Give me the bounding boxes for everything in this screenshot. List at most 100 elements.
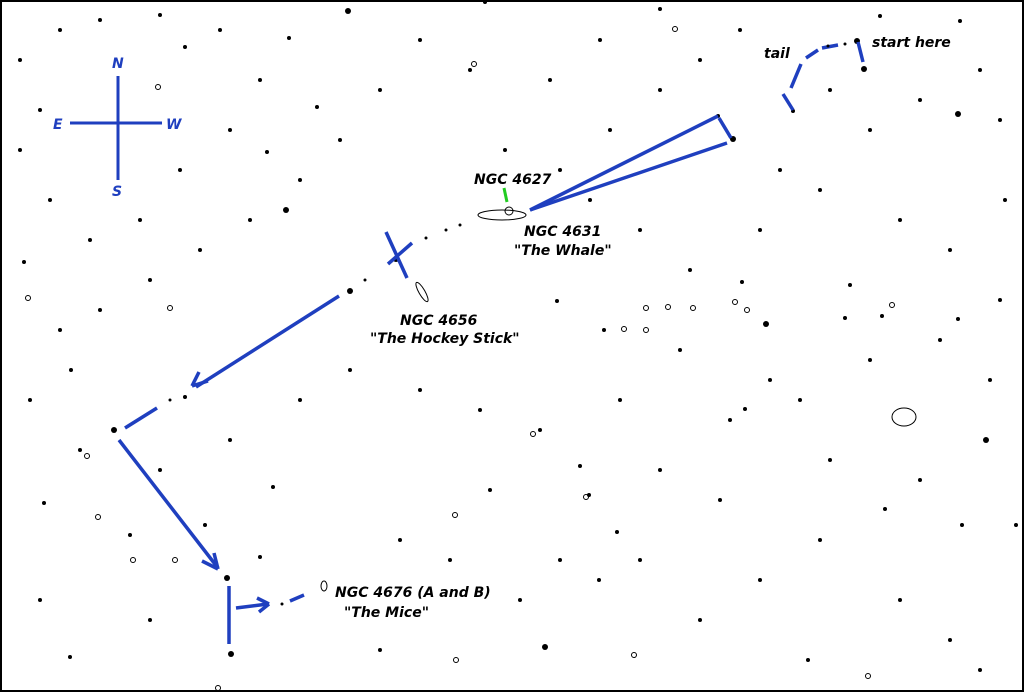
star (958, 19, 962, 23)
faint-object-icon (621, 326, 627, 332)
star (955, 111, 961, 117)
star (883, 507, 887, 511)
faint-object-icon (732, 299, 738, 305)
star (138, 218, 142, 222)
star (198, 248, 202, 252)
star (658, 468, 662, 472)
faint-object-icon (452, 512, 458, 518)
route-segment (117, 438, 220, 570)
star (258, 78, 262, 82)
star (658, 88, 662, 92)
star (18, 148, 22, 152)
star (898, 218, 902, 222)
route-segment (529, 114, 719, 212)
star (878, 14, 882, 18)
hockey-stick-label: "The Hockey Stick" (370, 331, 520, 347)
star (978, 668, 982, 672)
faint-object-icon (631, 652, 637, 658)
star (183, 45, 187, 49)
faint-object-icon (889, 302, 895, 308)
star (183, 395, 187, 399)
star (880, 314, 884, 318)
star (98, 18, 102, 22)
star (28, 398, 32, 402)
star (38, 598, 42, 602)
star (768, 378, 772, 382)
star (488, 488, 492, 492)
star (918, 98, 922, 102)
direction-arrow-icon (201, 552, 220, 571)
faint-object-icon (130, 557, 136, 563)
star (558, 558, 562, 562)
galaxy-ngc4676-icon (320, 580, 328, 592)
route-segment (529, 141, 728, 212)
star (948, 638, 952, 642)
star (203, 523, 207, 527)
star (828, 458, 832, 462)
star (418, 388, 422, 392)
ngc4627-pointer (502, 187, 509, 203)
large-galaxy-icon (891, 407, 917, 427)
star (542, 644, 548, 650)
star (578, 464, 582, 468)
star (298, 178, 302, 182)
star (265, 150, 269, 154)
star (418, 38, 422, 42)
whale-label: "The Whale" (514, 243, 612, 259)
faint-object-icon (690, 305, 696, 311)
star (69, 368, 73, 372)
star (1003, 198, 1007, 202)
faint-object-icon (155, 84, 161, 90)
compass-west: W (166, 117, 182, 133)
star (287, 36, 291, 40)
star (111, 427, 117, 433)
star (615, 530, 619, 534)
star (806, 658, 810, 662)
star (608, 128, 612, 132)
star (271, 485, 275, 489)
star (588, 198, 592, 202)
star (48, 198, 52, 202)
star (778, 168, 782, 172)
faint-object-icon (471, 61, 477, 67)
faint-object-icon (865, 673, 871, 679)
galaxy-ngc4656-icon (415, 281, 429, 303)
ngc4676-label: NGC 4676 (A and B) (335, 585, 491, 601)
star (538, 428, 542, 432)
faint-object-icon (25, 295, 31, 301)
faint-object-icon (744, 307, 750, 313)
star (228, 651, 234, 657)
star (848, 283, 852, 287)
star (548, 78, 552, 82)
star (178, 168, 182, 172)
faint-object-icon (95, 514, 101, 520)
star (678, 348, 682, 352)
star (345, 8, 351, 14)
star (798, 398, 802, 402)
ngc4656-label: NGC 4656 (400, 313, 478, 329)
star (68, 655, 72, 659)
star (128, 533, 132, 537)
faint-object-icon (665, 304, 671, 310)
star (398, 538, 402, 542)
star (718, 498, 722, 502)
star (938, 338, 942, 342)
ngc4631-label: NGC 4631 (524, 224, 601, 240)
direction-arrow-icon (190, 371, 209, 388)
compass-east: E (53, 117, 63, 133)
star (78, 448, 82, 452)
route-segment (124, 406, 158, 430)
star (224, 575, 230, 581)
star (518, 598, 522, 602)
route-segment (856, 41, 865, 63)
galaxies (320, 206, 917, 592)
star (228, 128, 232, 132)
star (98, 308, 102, 312)
faint-objects (25, 26, 895, 691)
star (658, 7, 662, 11)
star (983, 437, 989, 443)
faint-object-icon (583, 494, 589, 500)
star (698, 58, 702, 62)
star (740, 280, 744, 284)
